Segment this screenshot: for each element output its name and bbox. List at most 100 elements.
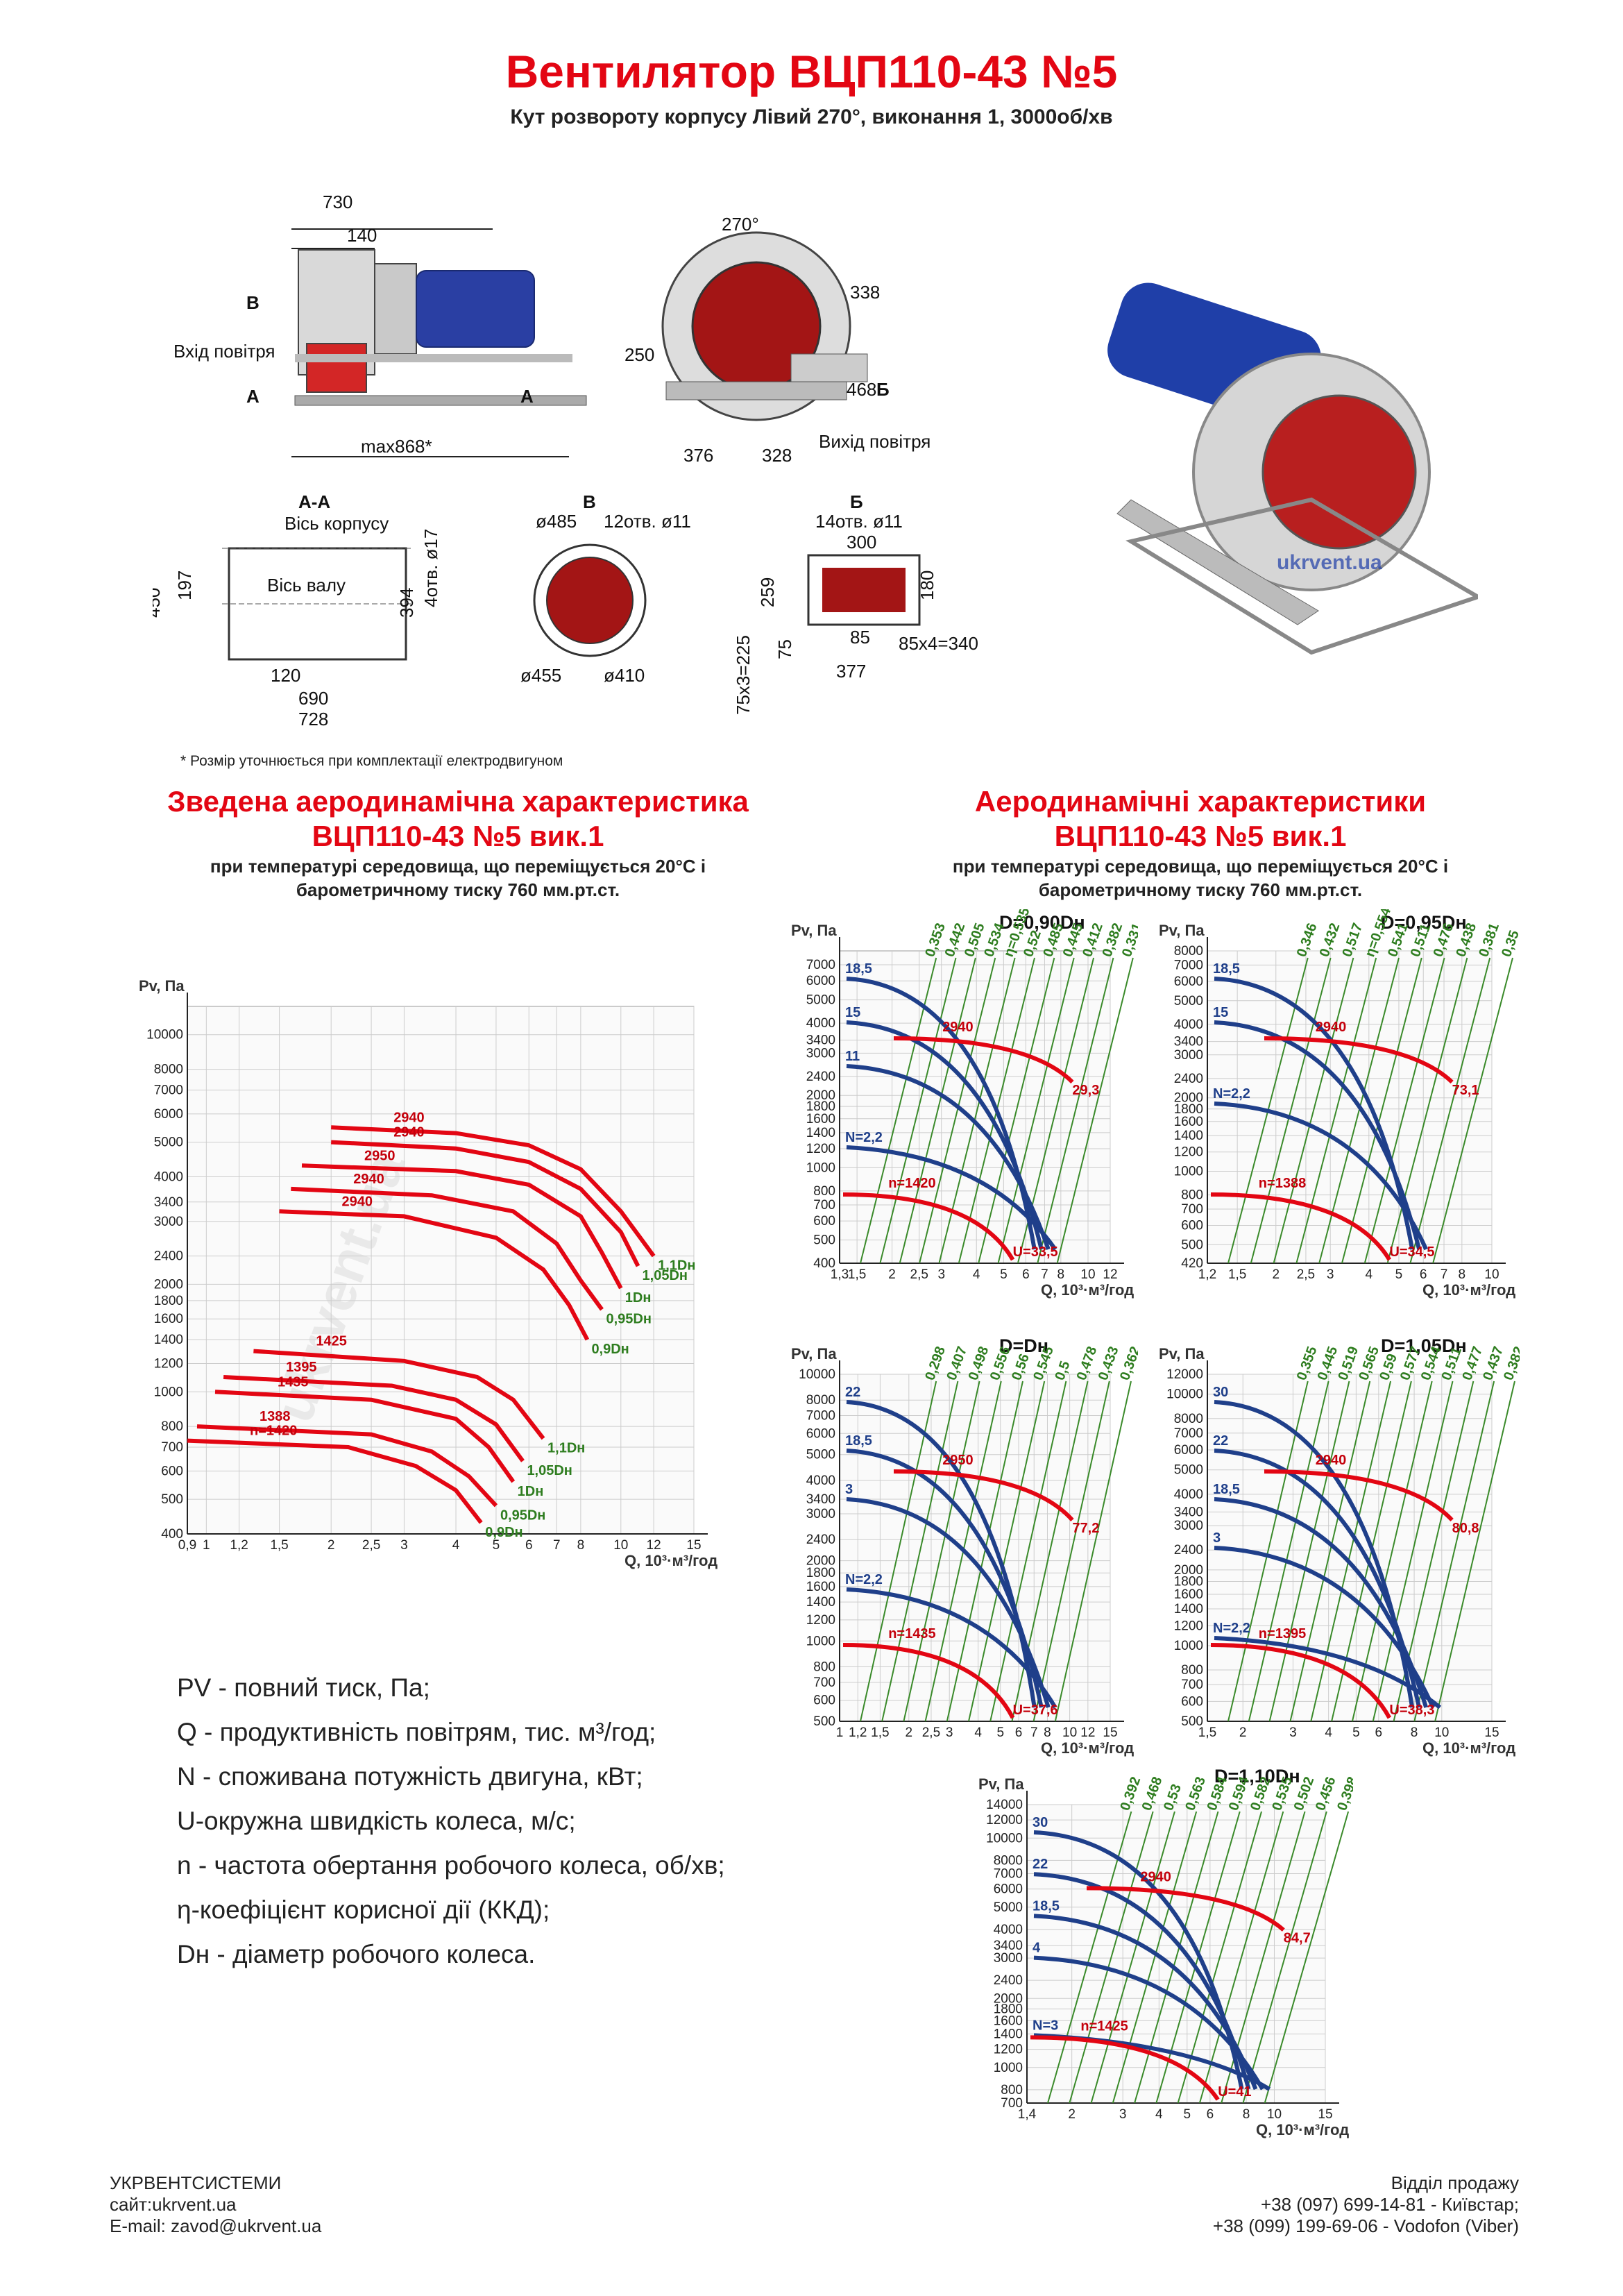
y-tick-label: 12000 xyxy=(1166,1367,1203,1382)
legend-item: N - споживана потужність двигуна, кВт; xyxy=(177,1755,725,1799)
rpm-high-label: 2940 xyxy=(942,1020,974,1035)
dim-270deg: 270° xyxy=(722,214,759,235)
series-rpm-label: 1388 xyxy=(260,1409,291,1424)
y-tick-label: 1800 xyxy=(994,2002,1023,2016)
y-tick-label: 10000 xyxy=(986,1831,1023,1846)
efficiency-line xyxy=(1268,1381,1350,1722)
power-label: 18,5 xyxy=(845,1433,872,1449)
x-tick-label: 8 xyxy=(1057,1267,1065,1282)
x-tick-label: 1,4 xyxy=(1018,2107,1037,2122)
x-tick-label: 3 xyxy=(1327,1267,1334,1282)
x-tick-label: 10 xyxy=(1080,1267,1095,1282)
y-tick-label: 3400 xyxy=(806,1033,835,1048)
rpm-high-curve xyxy=(1264,1036,1454,1084)
y-tick-label: 7000 xyxy=(806,958,835,972)
y-tick-label: 800 xyxy=(1181,1188,1203,1203)
y-tick-label: 3400 xyxy=(994,1939,1023,1953)
power-label: 18,5 xyxy=(1213,961,1240,977)
x-tick-label: 5 xyxy=(1000,1267,1008,1282)
y-tick-label: 700 xyxy=(1181,1202,1203,1217)
power-curve xyxy=(846,1587,1057,1709)
legend-symbol: Q xyxy=(177,1718,197,1746)
x-tick-label: 7 xyxy=(1041,1267,1048,1282)
x-tick-label: 2 xyxy=(1239,1725,1247,1740)
efficiency-line xyxy=(881,1381,959,1722)
rpm-high-label: 2940 xyxy=(1316,1020,1347,1035)
y-tick-label: 1200 xyxy=(1174,1619,1203,1633)
power-label: 4 xyxy=(1033,1941,1041,1956)
label-axis-casing: Вісь корпусу xyxy=(284,513,389,534)
u-low-label: U=37,6 xyxy=(1013,1703,1058,1718)
footer-phone-1[interactable]: +38 (097) 699-14-81 - Київстар; xyxy=(1260,2194,1519,2215)
y-tick-label: 600 xyxy=(813,1214,835,1229)
y-tick-label: 2000 xyxy=(806,1088,835,1103)
y-tick-label: 800 xyxy=(813,1660,835,1675)
y-tick-label: 800 xyxy=(813,1184,835,1199)
efficiency-line xyxy=(1227,1381,1309,1722)
legend-item: Q - продуктивність повітрям, тис. м³/год… xyxy=(177,1710,725,1755)
footer-company: УКРВЕНТСИСТЕМИ xyxy=(110,2172,282,2193)
y-axis-label: Pv, Па xyxy=(1159,1345,1205,1362)
y-tick-label: 1000 xyxy=(154,1385,183,1399)
footer-site-link[interactable]: сайт:ukrvent.ua xyxy=(110,2194,237,2215)
rpm-low-label: n=1395 xyxy=(1259,1626,1306,1641)
y-tick-label: 3000 xyxy=(806,1046,835,1061)
y-axis-label: Pv, Па xyxy=(791,922,837,939)
x-tick-label: 1,2 xyxy=(849,1725,867,1740)
series-name-label: 1,1Dн xyxy=(658,1258,695,1274)
y-tick-label: 700 xyxy=(161,1440,183,1455)
x-tick-label: 2,5 xyxy=(1297,1267,1315,1282)
x-tick-label: 15 xyxy=(1318,2107,1332,2122)
series-line xyxy=(279,1209,590,1341)
footer-email-link[interactable]: E-mail: zavod@ukrvent.ua xyxy=(110,2215,322,2236)
y-tick-label: 500 xyxy=(1181,1714,1203,1729)
x-tick-label: 10 xyxy=(1434,1725,1449,1740)
series-line xyxy=(223,1375,525,1462)
footer-left: УКРВЕНТСИСТЕМИ сайт:ukrvent.ua E-mail: z… xyxy=(110,2172,321,2237)
series-line xyxy=(187,1438,483,1524)
legend-symbol: N xyxy=(177,1762,196,1791)
footnote: * Розмір уточнюється при комплектації ел… xyxy=(180,753,563,769)
label-air-inlet: Вхід повітря xyxy=(173,341,275,362)
y-tick-label: 5000 xyxy=(806,1448,835,1462)
x-tick-label: 6 xyxy=(525,1538,533,1553)
y-tick-label: 1400 xyxy=(806,1595,835,1610)
right-sub-line1: при температурі середовища, що переміщує… xyxy=(952,856,1449,877)
x-tick-label: 12 xyxy=(647,1538,661,1553)
x-tick-label: 2,5 xyxy=(910,1267,928,1282)
rpm-high-curve xyxy=(893,1036,1074,1084)
y-tick-label: 1400 xyxy=(806,1126,835,1140)
series-name-label: 0,95Dн xyxy=(500,1508,545,1523)
y-tick-label: 700 xyxy=(813,1675,835,1690)
efficiency-line xyxy=(1177,1811,1262,2104)
x-tick-label: 7 xyxy=(1441,1267,1448,1282)
u-low-label: U=34,5 xyxy=(1389,1244,1434,1260)
left-sub-line1: при температурі середовища, що переміщує… xyxy=(210,856,706,877)
x-tick-label: 8 xyxy=(1459,1267,1466,1282)
section-bb-title: Б xyxy=(850,491,863,512)
dim-338: 338 xyxy=(850,282,880,303)
legend-symbol: η xyxy=(177,1896,192,1924)
x-axis-label: Q, 10³·м³/год xyxy=(1422,1281,1515,1299)
y-tick-label: 7000 xyxy=(806,1409,835,1424)
power-label: 18,5 xyxy=(1033,1898,1060,1914)
rpm-low-curve xyxy=(842,1192,1015,1261)
footer-phone-2[interactable]: +38 (099) 199-69-06 - Vodofon (Viber) xyxy=(1212,2215,1519,2236)
efficiency-line xyxy=(1056,957,1134,1264)
left-section-sub: при температурі середовища, що переміщує… xyxy=(111,855,805,902)
label-b2: Б xyxy=(876,379,890,400)
y-tick-label: 1400 xyxy=(994,2027,1023,2042)
x-tick-label: 1 xyxy=(203,1538,210,1553)
series-rpm-label: 1435 xyxy=(278,1374,309,1390)
dim-12holes: 12отв. ø11 xyxy=(604,511,691,532)
y-tick-label: 5000 xyxy=(1174,1463,1203,1478)
x-tick-label: 2 xyxy=(1272,1267,1280,1282)
y-tick-label: 4000 xyxy=(806,1016,835,1031)
power-label: 30 xyxy=(1033,1815,1048,1830)
y-tick-label: 2000 xyxy=(994,1991,1023,2006)
rpm-low-label: n=1420 xyxy=(888,1176,935,1191)
y-tick-label: 1000 xyxy=(806,1160,835,1175)
